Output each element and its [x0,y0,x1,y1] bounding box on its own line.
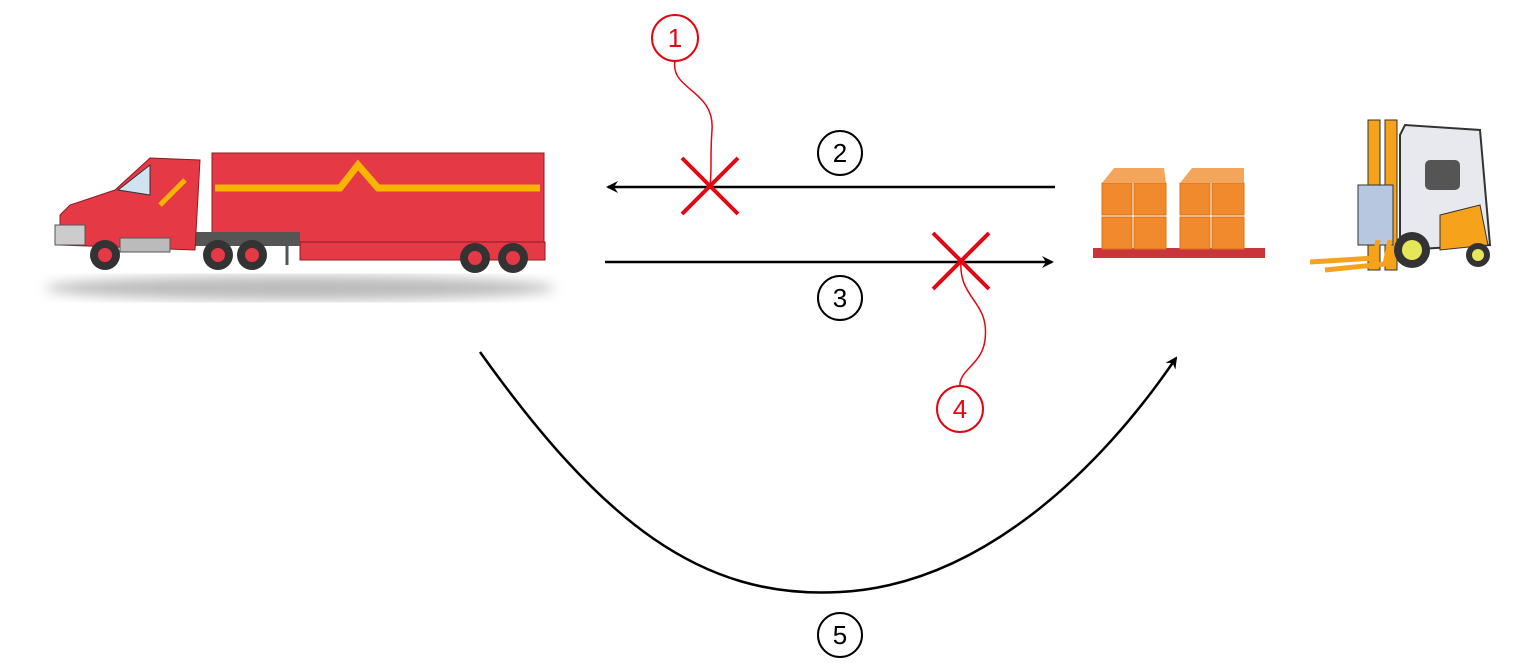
marker-2: 2 [817,130,863,176]
marker-1: 1 [651,14,699,62]
marker-3: 3 [817,275,863,321]
leader-line-1 [674,60,713,187]
forklift-icon [1309,119,1492,273]
marker-label: 4 [953,394,967,424]
truck-icon [45,152,555,300]
marker-label: 5 [833,620,847,650]
marker-4: 4 [936,385,984,433]
arrow-curve-direct [478,351,1178,594]
leader-line-4 [959,259,987,388]
marker-label: 3 [833,283,847,313]
marker-label: 2 [833,138,847,168]
marker-label: 1 [668,23,682,53]
pallet-boxes-icon [1093,168,1265,258]
marker-5: 5 [817,612,863,658]
